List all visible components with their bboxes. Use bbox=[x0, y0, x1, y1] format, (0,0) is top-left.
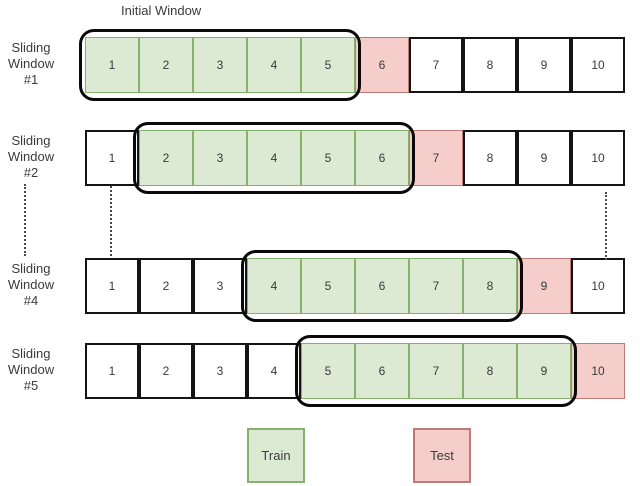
timestep-cell-plain: 1 bbox=[85, 258, 139, 314]
timestep-cell-test: 9 bbox=[517, 258, 571, 314]
timestep-cell-plain: 3 bbox=[193, 258, 247, 314]
timestep-cell-train: 8 bbox=[463, 343, 517, 399]
timestep-cell-test: 6 bbox=[355, 37, 409, 93]
sliding-window-row-label: Sliding Window #2 bbox=[7, 133, 55, 180]
timestep-cell-test: 10 bbox=[571, 343, 625, 399]
timestep-cell-plain: 2 bbox=[139, 258, 193, 314]
timestep-cell-train: 5 bbox=[301, 37, 355, 93]
legend-test-label: Test bbox=[430, 448, 454, 463]
timestep-cell-plain: 9 bbox=[517, 37, 571, 93]
timestep-cell-train: 6 bbox=[355, 258, 409, 314]
timestep-cell-train: 3 bbox=[193, 130, 247, 186]
sliding-window-row-label: Sliding Window #5 bbox=[7, 346, 55, 393]
timestep-cell-plain: 2 bbox=[139, 343, 193, 399]
timestep-cell-train: 6 bbox=[355, 343, 409, 399]
timestep-cell-plain: 10 bbox=[571, 130, 625, 186]
timestep-cell-train: 6 bbox=[355, 130, 409, 186]
initial-window-label: Initial Window bbox=[121, 3, 202, 18]
timestep-cell-plain: 3 bbox=[193, 343, 247, 399]
timestep-cell-train: 1 bbox=[85, 37, 139, 93]
continuation-dots-left bbox=[24, 184, 26, 256]
timestep-cell-train: 2 bbox=[139, 37, 193, 93]
timestep-cell-test: 7 bbox=[409, 130, 463, 186]
timestep-cell-train: 3 bbox=[193, 37, 247, 93]
timestep-cell-train: 4 bbox=[247, 37, 301, 93]
timestep-cell-train: 2 bbox=[139, 130, 193, 186]
timestep-cell-plain: 1 bbox=[85, 343, 139, 399]
timestep-cell-train: 4 bbox=[247, 258, 301, 314]
timestep-cell-plain: 7 bbox=[409, 37, 463, 93]
timestep-cell-train: 4 bbox=[247, 130, 301, 186]
timestep-cell-train: 5 bbox=[301, 258, 355, 314]
timestep-cell-plain: 10 bbox=[571, 37, 625, 93]
legend-train-label: Train bbox=[261, 448, 291, 463]
timestep-cell-plain: 4 bbox=[247, 343, 301, 399]
legend-test-box: Test bbox=[413, 428, 471, 483]
continuation-dots-cell1 bbox=[110, 186, 112, 256]
timestep-cell-plain: 10 bbox=[571, 258, 625, 314]
timestep-cell-train: 5 bbox=[301, 343, 355, 399]
timestep-cell-train: 8 bbox=[463, 258, 517, 314]
legend-train-box: Train bbox=[247, 428, 305, 483]
sliding-window-row-label: Sliding Window #4 bbox=[7, 261, 55, 308]
continuation-dots-cell10 bbox=[605, 192, 607, 260]
timestep-cell-train: 9 bbox=[517, 343, 571, 399]
timestep-cell-plain: 1 bbox=[85, 130, 139, 186]
timestep-cell-train: 7 bbox=[409, 343, 463, 399]
timestep-cell-plain: 9 bbox=[517, 130, 571, 186]
sliding-window-row-label: Sliding Window #1 bbox=[7, 40, 55, 87]
timestep-cell-plain: 8 bbox=[463, 130, 517, 186]
timestep-cell-train: 5 bbox=[301, 130, 355, 186]
timestep-cell-train: 7 bbox=[409, 258, 463, 314]
timestep-cell-plain: 8 bbox=[463, 37, 517, 93]
